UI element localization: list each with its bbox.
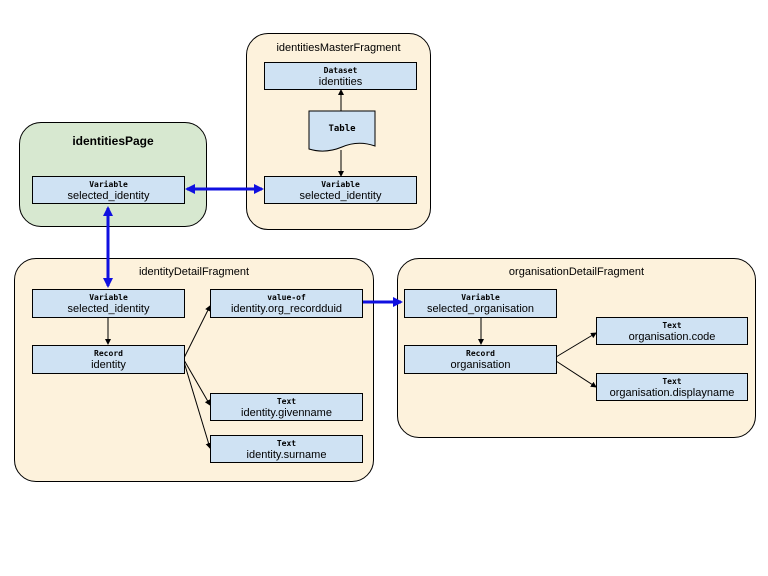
- node-value: organisation: [450, 359, 511, 371]
- node-value: organisation.displayname: [609, 387, 735, 399]
- node-value: identity: [91, 359, 126, 371]
- edge-record-to-surname: [183, 361, 212, 449]
- node-value: selected_identity: [299, 190, 382, 202]
- detail-variable-node: Variable selected_identity: [32, 289, 185, 318]
- org-variable-node: Variable selected_organisation: [404, 289, 557, 318]
- table-label: Table: [328, 124, 356, 134]
- node-kind: Variable: [89, 293, 128, 302]
- node-kind: Variable: [89, 180, 128, 189]
- node-kind: Text: [662, 321, 682, 330]
- text-surname-node: Text identity.surname: [210, 435, 363, 463]
- panel-title: identitiesPage: [72, 134, 154, 148]
- edge-org-record-to-code: [555, 332, 597, 358]
- panel-title: identitiesMasterFragment: [276, 42, 401, 54]
- master-variable-node: Variable selected_identity: [264, 176, 417, 204]
- text-org-code-node: Text organisation.code: [596, 317, 748, 345]
- node-kind: Variable: [321, 180, 360, 189]
- edge-record-to-givenname: [183, 359, 211, 406]
- node-value: selected_identity: [67, 190, 150, 202]
- page-variable-node: Variable selected_identity: [32, 176, 185, 204]
- node-kind: value-of: [267, 293, 306, 302]
- node-value: identity.givenname: [241, 407, 332, 419]
- node-value: identity.surname: [246, 449, 327, 461]
- record-identity-node: Record identity: [32, 345, 185, 374]
- node-kind: Record: [466, 349, 495, 358]
- node-value: selected_organisation: [426, 303, 535, 315]
- organisation-detail-fragment-panel: organisationDetailFragment: [397, 258, 756, 438]
- table-shape: [308, 110, 376, 152]
- text-givenname-node: Text identity.givenname: [210, 393, 363, 421]
- node-kind: Variable: [461, 293, 500, 302]
- panel-title: identityDetailFragment: [138, 266, 250, 278]
- text-org-displayname-node: Text organisation.displayname: [596, 373, 748, 401]
- value-of-node: value-of identity.org_recordduid: [210, 289, 363, 318]
- node-value: organisation.code: [628, 331, 716, 343]
- panel-title: organisationDetailFragment: [508, 266, 645, 278]
- node-kind: Dataset: [323, 66, 358, 75]
- edge-org-record-to-displayname: [555, 360, 597, 388]
- node-value: identities: [318, 76, 363, 88]
- node-kind: Record: [94, 349, 123, 358]
- node-kind: Text: [276, 439, 297, 448]
- node-kind: Text: [662, 377, 682, 386]
- dataset-identities-node: Dataset identities: [264, 62, 417, 90]
- node-value: selected_identity: [67, 303, 150, 315]
- edge-record-to-value-of: [183, 305, 211, 359]
- org-record-node: Record organisation: [404, 345, 557, 374]
- node-value: identity.org_recordduid: [230, 303, 343, 315]
- identities-page-panel: identitiesPage: [19, 122, 207, 227]
- node-kind: Text: [276, 397, 297, 406]
